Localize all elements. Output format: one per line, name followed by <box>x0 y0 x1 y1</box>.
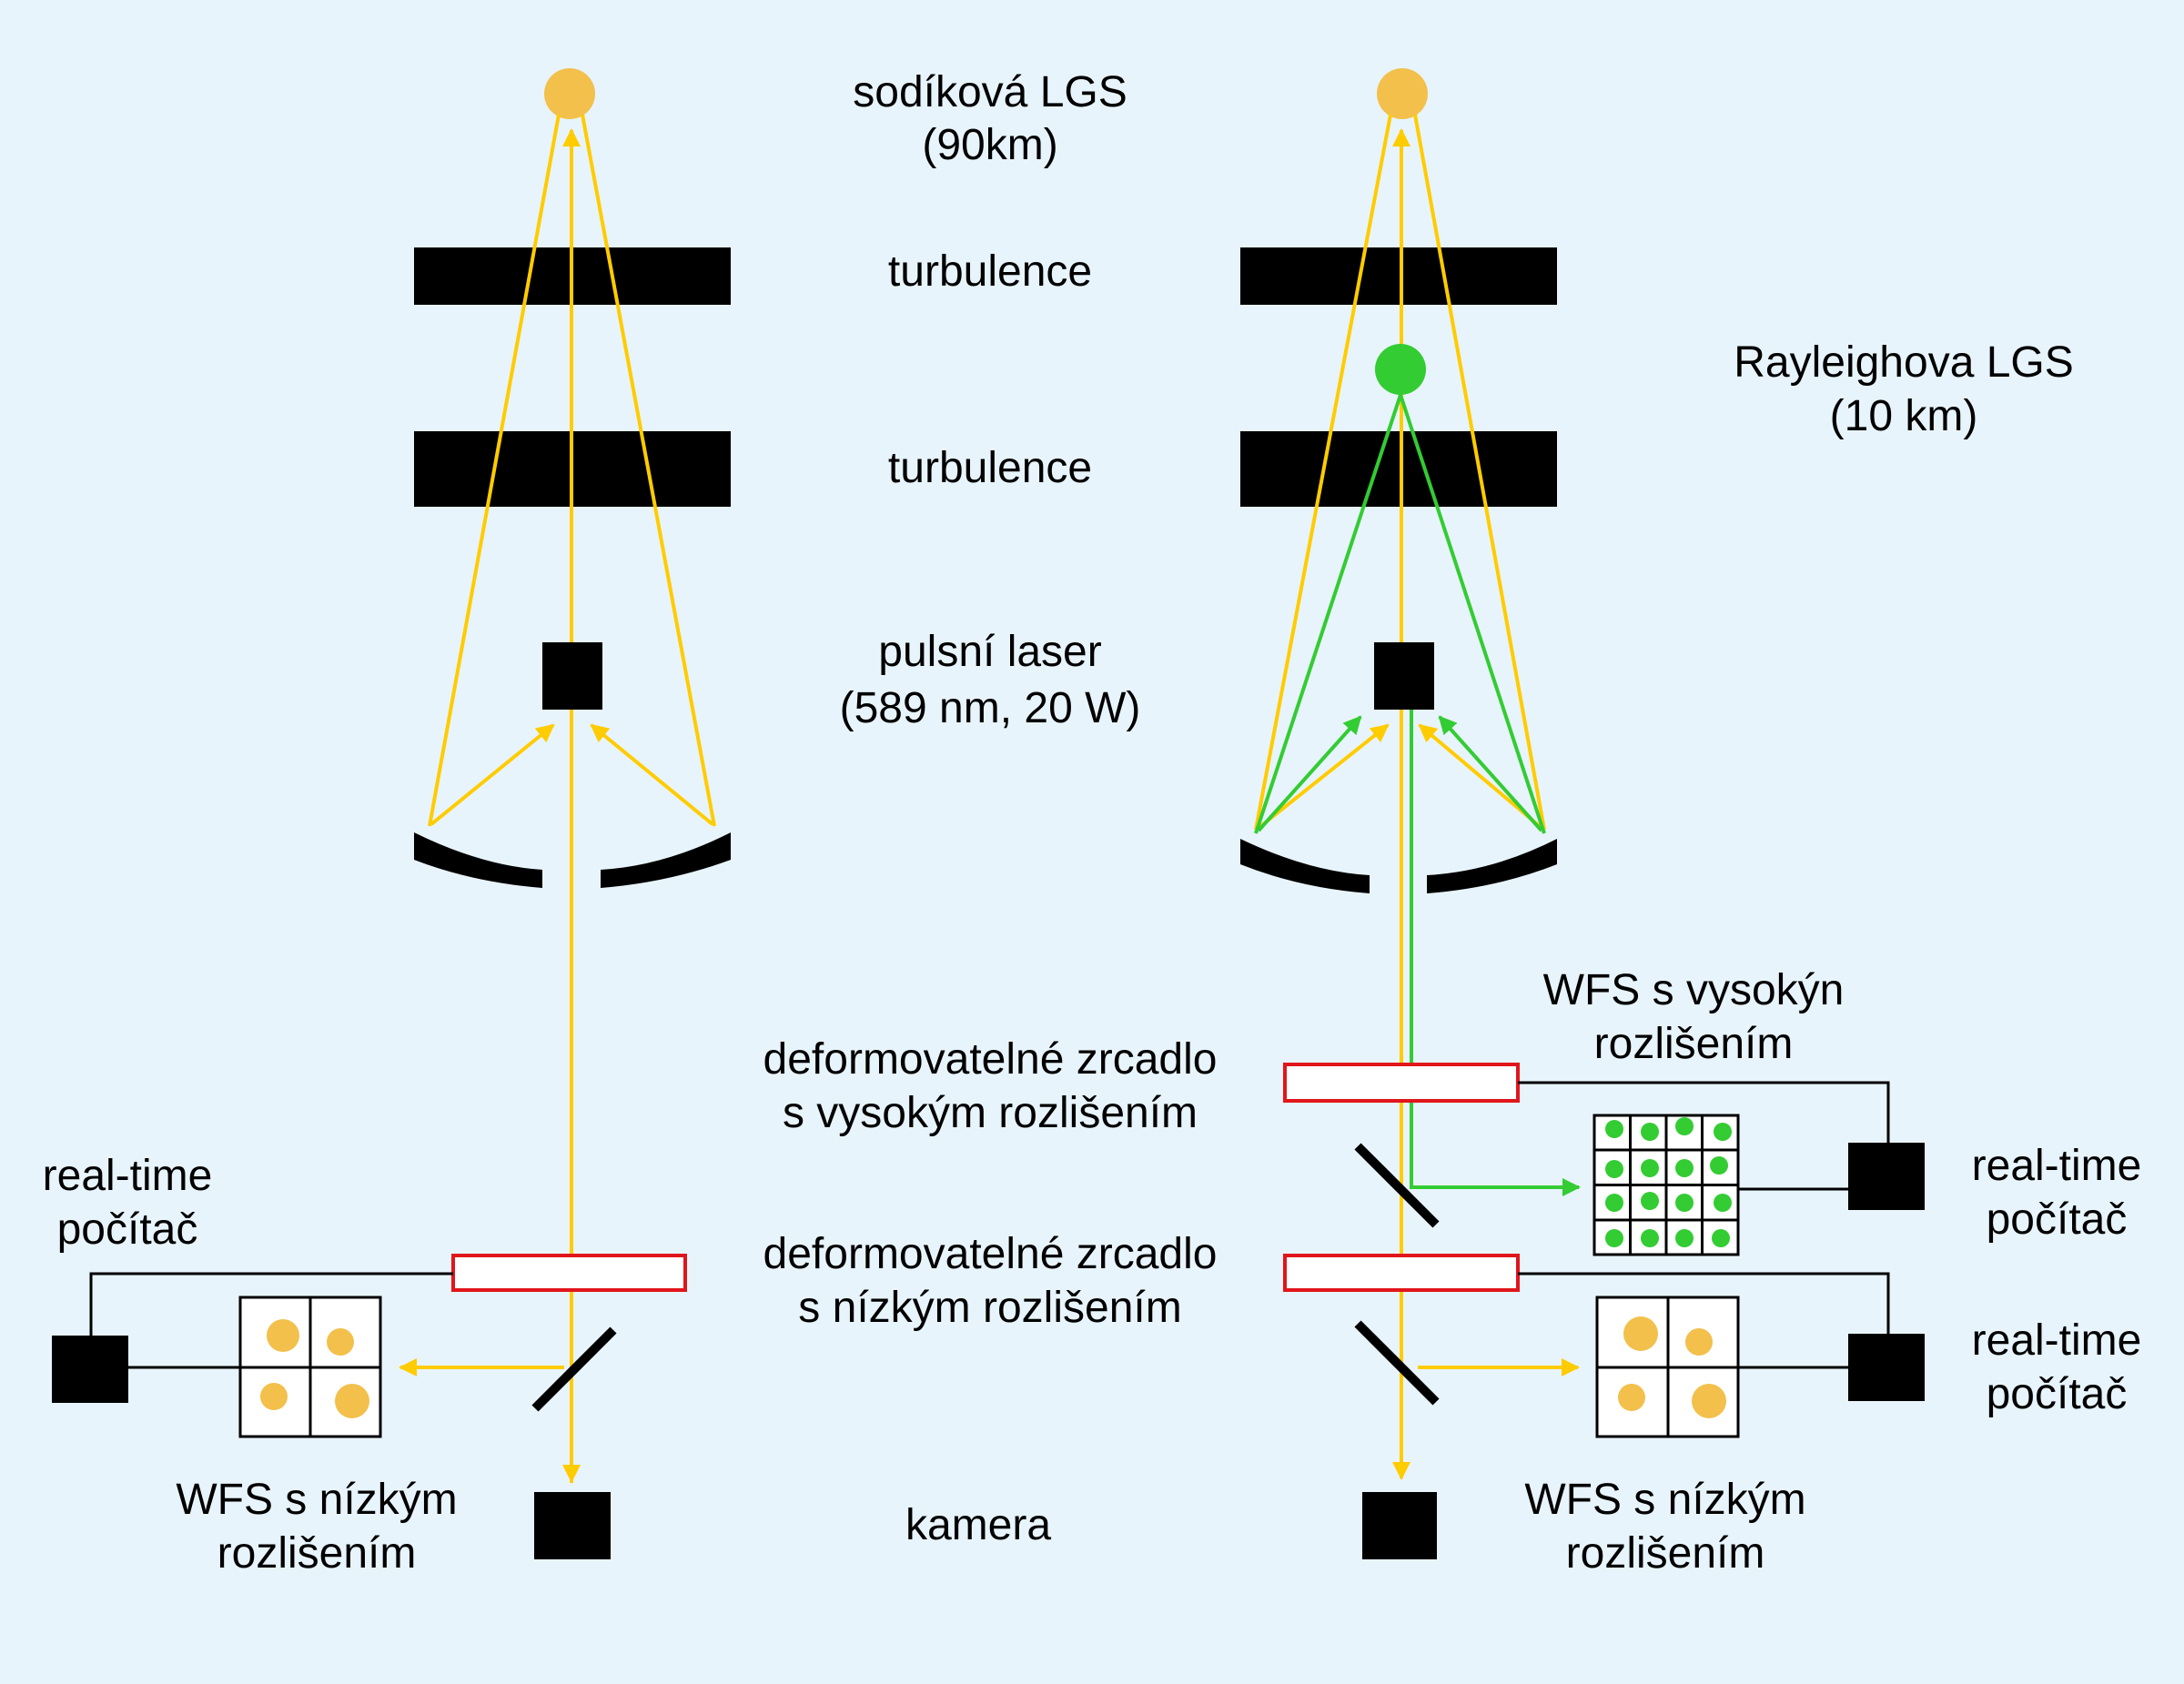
label-dm-low-1: deformovatelné zrcadlo <box>763 1230 1218 1278</box>
camera-left <box>534 1492 611 1559</box>
label-sodium-lgs-1: sodíková LGS <box>853 68 1127 116</box>
real-time-computer-left <box>52 1336 128 1403</box>
beamsplitter-right-lower <box>1354 1320 1440 1406</box>
label-wfs-low-left-2: rozlišením <box>217 1529 417 1578</box>
label-pulsed-laser-2: (589 nm, 20 W) <box>840 684 1141 732</box>
label-wfs-low-left-1: WFS s nízkým <box>176 1476 457 1524</box>
beamsplitter-right-upper <box>1354 1143 1440 1228</box>
label-sodium-lgs-2: (90km) <box>922 121 1057 169</box>
label-rtc-left-2: počítač <box>57 1205 198 1254</box>
label-rtc-left-1: real-time <box>43 1152 213 1200</box>
label-wfs-high-2: rozlišením <box>1594 1020 1794 1068</box>
beamsplitter-left <box>531 1326 617 1412</box>
pulsed-laser-right <box>1374 642 1434 710</box>
sodium-guide-star-left <box>544 68 595 119</box>
label-dm-high-1: deformovatelné zrcadlo <box>763 1035 1218 1084</box>
wfs-low-left <box>238 1296 382 1438</box>
real-time-computer-right-bottom <box>1848 1334 1925 1401</box>
label-wfs-low-right-2: rozlišením <box>1566 1529 1765 1578</box>
sodium-guide-star-right <box>1377 68 1428 119</box>
wfs-low-right <box>1595 1296 1740 1438</box>
left-system <box>52 68 731 1559</box>
turbulence-layer-upper-right <box>1240 247 1557 305</box>
label-turbulence-upper: turbulence <box>888 247 1092 296</box>
deformable-mirror-high-right[interactable] <box>1283 1063 1520 1103</box>
deformable-mirror-low-left[interactable] <box>451 1254 687 1292</box>
label-rayleigh-lgs-2: (10 km) <box>1830 392 1978 440</box>
rtc-wires-left <box>89 1272 453 1369</box>
real-time-computer-right-top <box>1848 1143 1925 1210</box>
label-wfs-high-1: WFS s vysokýn <box>1543 966 1845 1014</box>
telescope-primary-mirror-right-half-left <box>601 675 731 888</box>
right-system <box>1240 68 1925 1559</box>
camera-right <box>1362 1492 1437 1559</box>
label-pulsed-laser-1: pulsní laser <box>878 628 1101 676</box>
sodium-beams-left <box>399 114 716 1483</box>
rayleigh-guide-star <box>1375 344 1426 395</box>
label-rtc-right-top-1: real-time <box>1972 1142 2142 1190</box>
label-rtc-right-bottom-2: počítač <box>1987 1370 2128 1418</box>
label-rayleigh-lgs-1: Rayleighova LGS <box>1734 338 2074 387</box>
label-turbulence-lower: turbulence <box>888 444 1092 492</box>
pulsed-laser-left <box>542 642 602 710</box>
wfs-high <box>1592 1114 1740 1256</box>
labels: sodíková LGS (90km) turbulence turbulenc… <box>43 68 2142 1578</box>
label-dm-high-2: s vysokým rozlišením <box>783 1089 1198 1137</box>
rtc-wires-right <box>1518 1081 1890 1369</box>
label-rtc-right-bottom-1: real-time <box>1972 1316 2142 1365</box>
label-rtc-right-top-2: počítač <box>1987 1195 2128 1244</box>
label-camera: kamera <box>905 1501 1051 1549</box>
label-wfs-low-right-1: WFS s nízkým <box>1524 1476 1805 1524</box>
label-dm-low-2: s nízkým rozlišením <box>798 1284 1181 1332</box>
deformable-mirror-low-right[interactable] <box>1283 1254 1520 1292</box>
telescope-primary-mirror-right <box>1240 675 1370 893</box>
telescope-primary-mirror-left <box>414 675 542 888</box>
rayleigh-beams <box>1254 394 1581 1196</box>
turbulence-layer-lower-right <box>1240 431 1557 507</box>
